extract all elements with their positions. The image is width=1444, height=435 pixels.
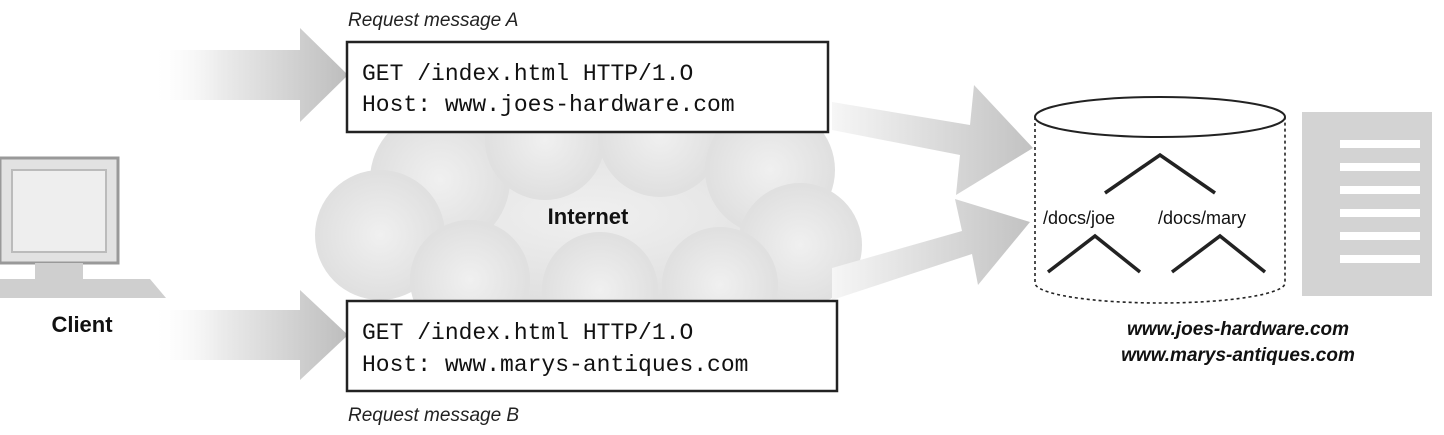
arrow-to-request-b	[150, 290, 348, 380]
request-b-caption: Request message B	[348, 405, 519, 426]
server-host-1: www.joes-hardware.com	[1127, 319, 1349, 340]
server-tower-icon	[1302, 112, 1432, 296]
arrow-b-to-server	[832, 199, 1030, 300]
request-b-line1: GET /index.html HTTP/1.O	[362, 320, 693, 346]
arrow-a-to-server	[832, 85, 1033, 195]
request-a-box	[345, 40, 830, 134]
request-b-box	[345, 299, 839, 393]
client-label: Client	[51, 312, 113, 337]
client-computer-icon	[0, 156, 166, 298]
request-a-caption: Request message A	[348, 10, 518, 31]
request-b-line2: Host: www.marys-antiques.com	[362, 352, 748, 378]
request-a-line1: GET /index.html HTTP/1.O	[362, 61, 693, 87]
server-host-2: www.marys-antiques.com	[1121, 345, 1355, 366]
docs-joe-label: /docs/joe	[1043, 208, 1115, 228]
internet-label: Internet	[548, 204, 629, 229]
docs-mary-label: /docs/mary	[1158, 208, 1246, 228]
request-a-line2: Host: www.joes-hardware.com	[362, 92, 735, 118]
server-docs-cylinder	[1034, 96, 1286, 304]
arrow-to-request-a	[150, 28, 348, 122]
